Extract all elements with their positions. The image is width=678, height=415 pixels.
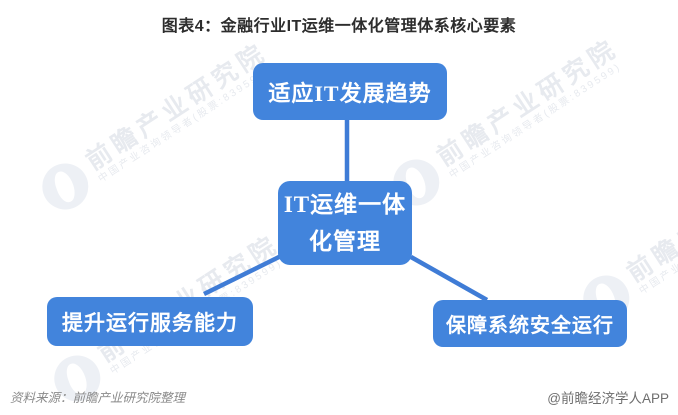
app-credit-note: @前瞻经济学人APP (547, 391, 669, 406)
data-source-note: 资料来源：前瞻产业研究院整理 (10, 391, 186, 405)
node-label: 保障系统安全运行 (446, 315, 614, 337)
node-label-line2: 化管理 (309, 229, 381, 254)
connector-center-to-right (409, 255, 489, 302)
node-ensure-system-security: 保障系统安全运行 (433, 300, 627, 347)
connector-center-to-left (203, 253, 282, 297)
node-it-ops-integrated-management: IT运维一体 化管理 (278, 181, 412, 265)
chart-title: 图表4：金融行业IT运维一体化管理体系核心要素 (161, 18, 517, 35)
node-adapt-it-trends: 适应IT发展趋势 (253, 63, 447, 120)
node-label-line1: IT运维一体 (283, 192, 407, 217)
node-label: 适应IT发展趋势 (268, 80, 432, 106)
node-label: 提升运行服务能力 (62, 310, 238, 335)
node-improve-service-capability: 提升运行服务能力 (47, 297, 253, 346)
